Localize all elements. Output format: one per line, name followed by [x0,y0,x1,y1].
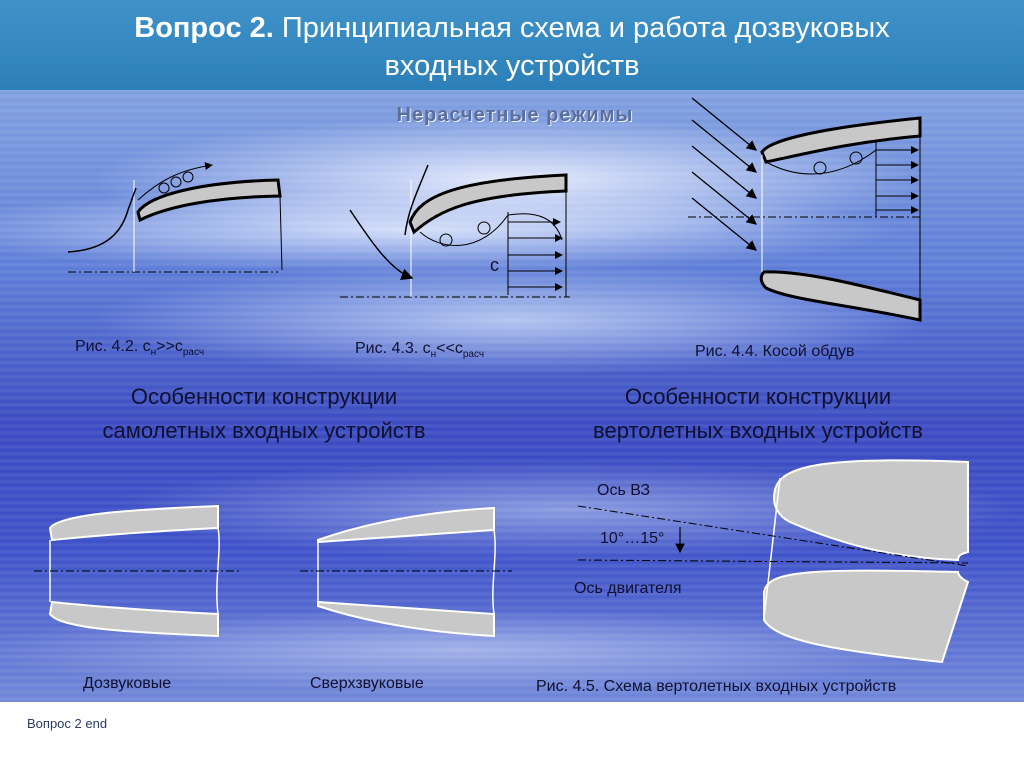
aircraft-heading-line2: самолетных входных устройств [102,418,426,443]
title-rest: Принципиальная схема и работа дозвуковых [273,12,890,44]
angle-label: 10°…15° [600,530,665,547]
figure-4-5-caption: Рис. 4.5. Схема вертолетных входных устр… [536,678,897,695]
supersonic-inlet-diagram [300,506,512,638]
figure-4-4-caption: Рис. 4.4. Косой обдув [695,343,855,360]
figure-4-3-caption: Рис. 4.3. cн<<cрасч [355,340,485,360]
velocity-label: c [490,255,499,275]
title-bold: Вопрос 2. [134,12,274,44]
aircraft-heading-line1: Особенности конструкции [130,384,398,409]
subtitle: Нерасчетные режимы [396,104,634,126]
page-title-line2: входных устройств [384,50,640,82]
axis-vz-label: Ось ВЗ [597,482,651,499]
subsonic-label: Дозвуковые [83,675,172,692]
aircraft-section-heading: Особенности конструкции самолетных входн… [54,380,474,448]
title-banner: Вопрос 2. Принципиальная схема и работа … [0,0,1024,90]
supersonic-label: Сверхзвуковые [310,675,424,692]
page-title: Вопрос 2. Принципиальная схема и работа … [0,12,1024,44]
subsonic-inlet-diagram [34,504,242,638]
figure-4-5-diagram [577,459,970,664]
figure-4-3-diagram [340,164,570,298]
helicopter-heading-line1: Особенности конструкции [624,384,892,409]
engine-axis-label: Ось двигателя [574,580,682,597]
footer: Вопрос 2 end [0,702,1024,767]
figure-4-2-caption: Рис. 4.2. cн>>cрасч [75,338,205,358]
helicopter-heading-line2: вертолетных входных устройств [593,418,923,443]
figure-4-2-diagram [67,162,283,273]
helicopter-section-heading: Особенности конструкции вертолетных вход… [548,380,968,448]
footer-text: Вопрос 2 end [27,716,108,731]
figure-4-4-diagram [688,97,922,322]
